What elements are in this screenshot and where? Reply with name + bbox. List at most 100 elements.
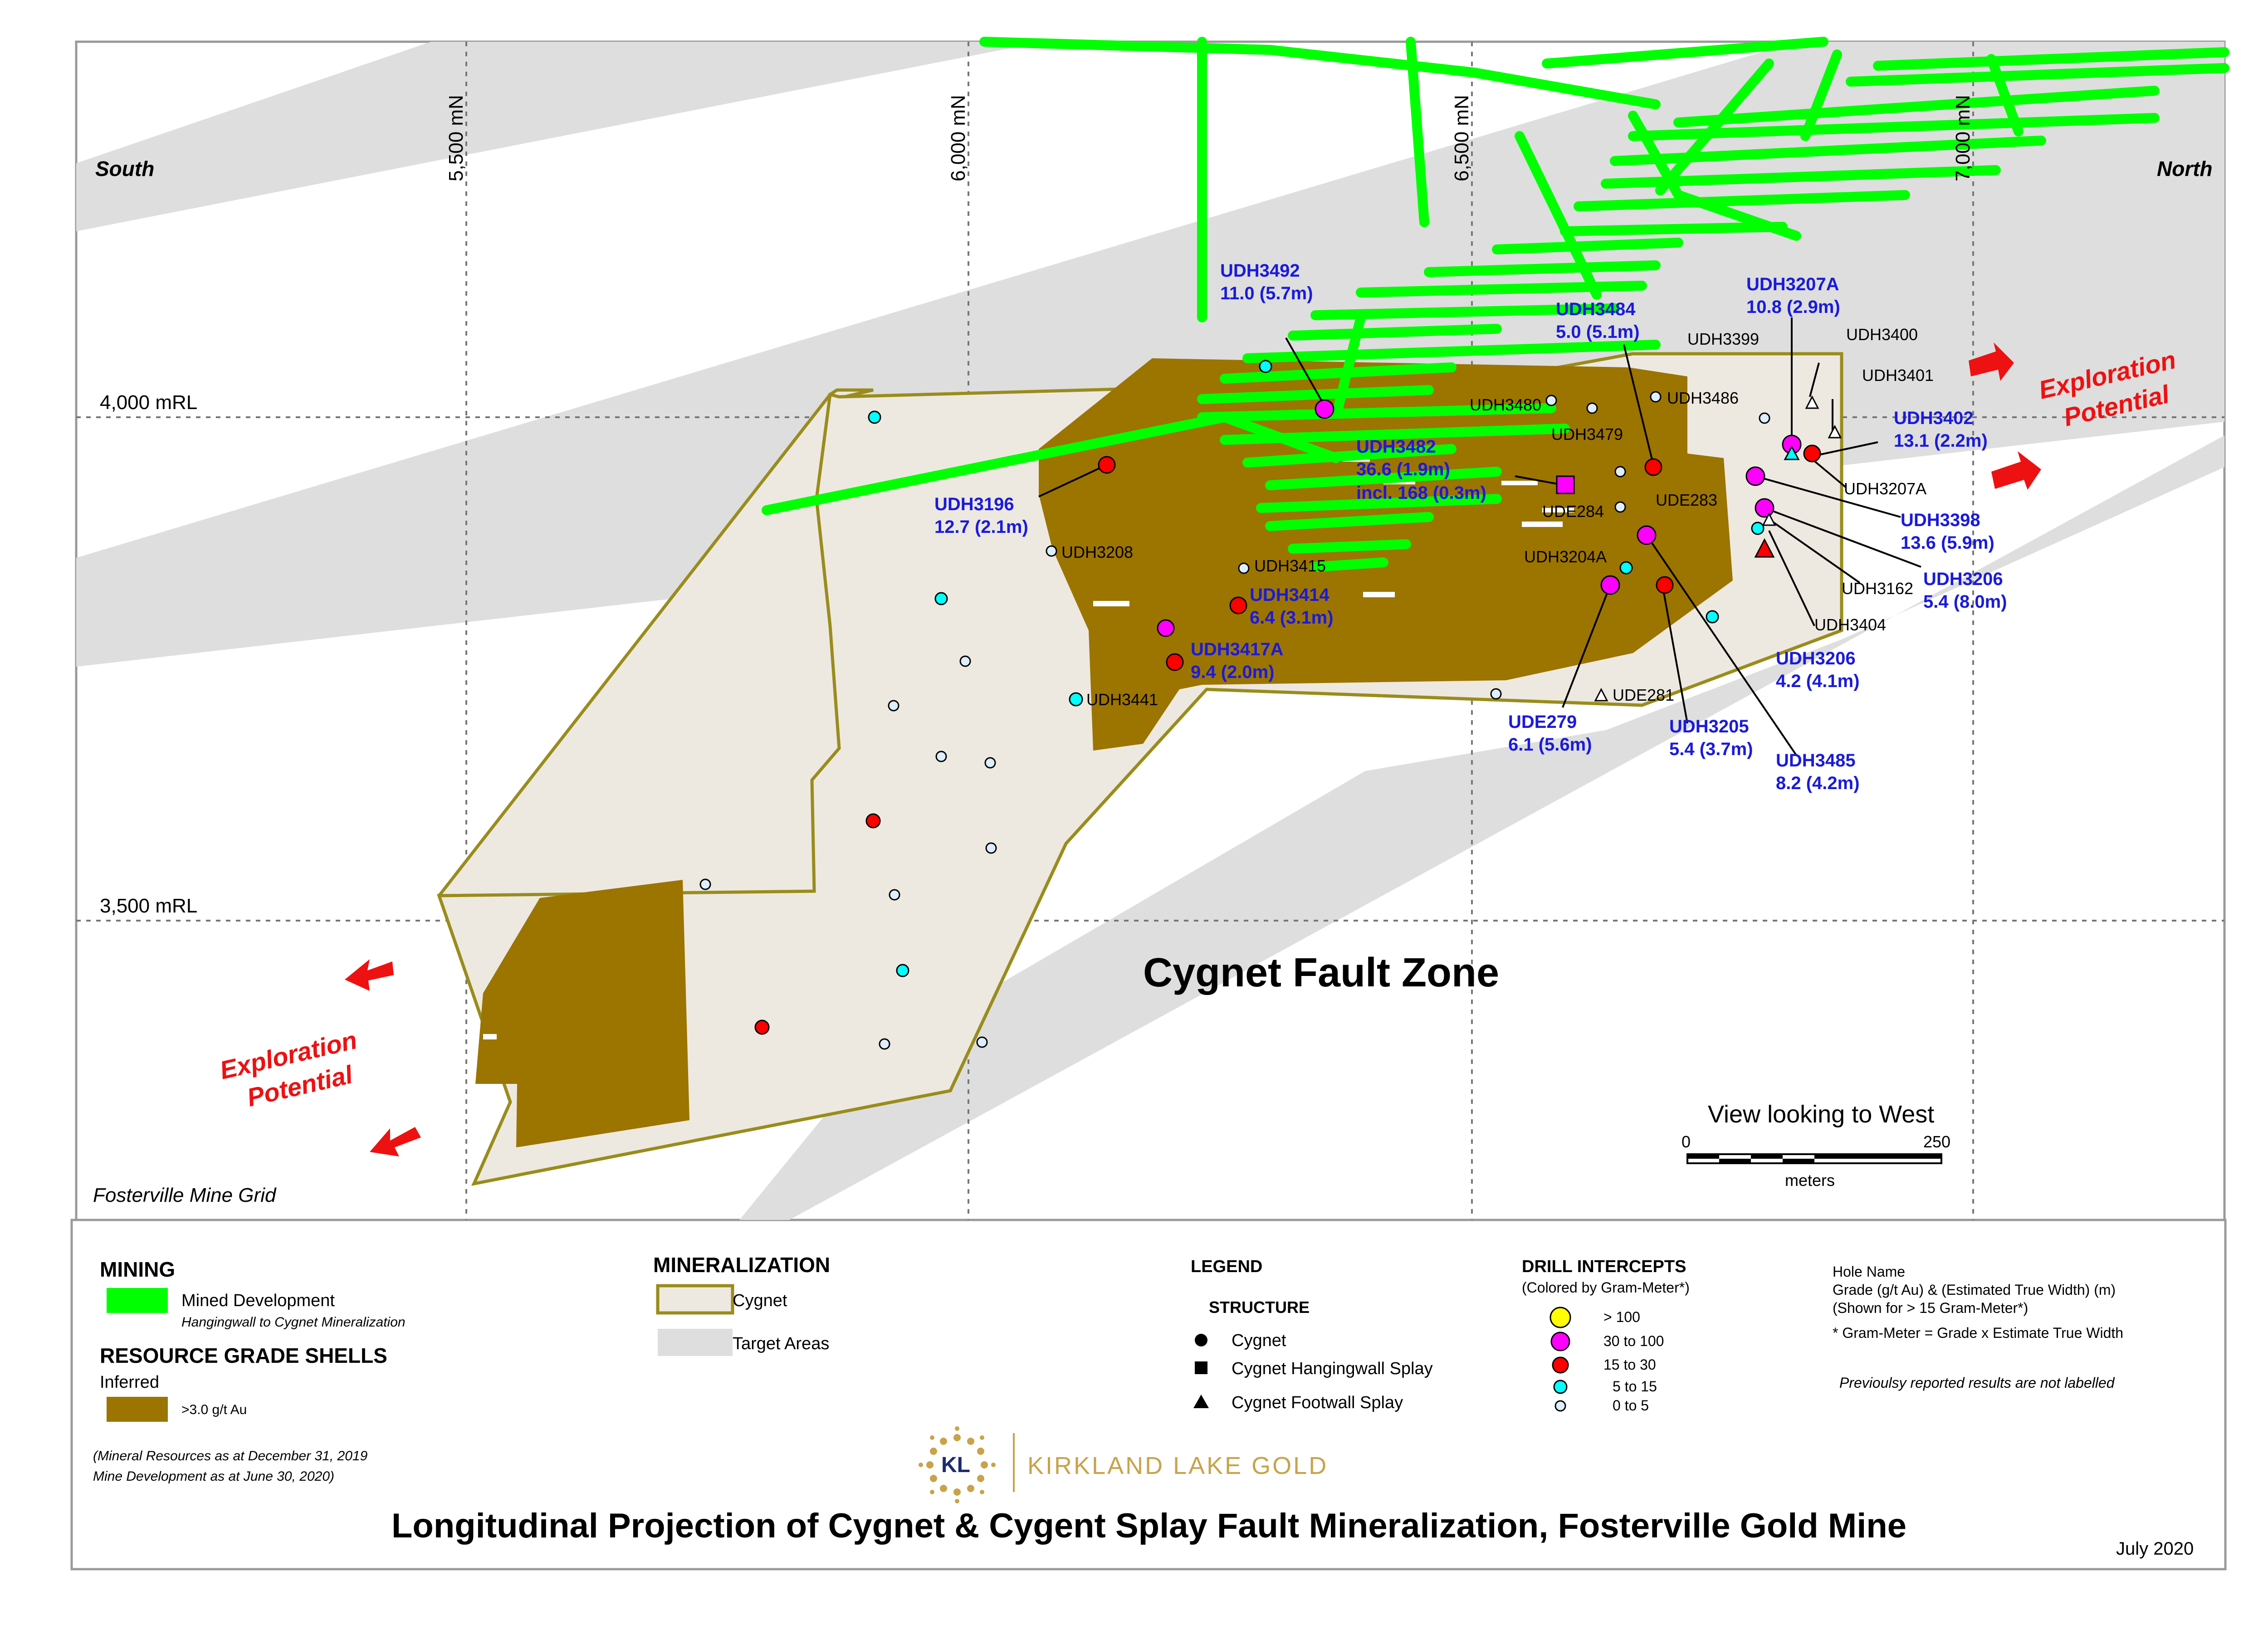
arrow-ne-2 [1991, 451, 2041, 490]
hole-udh3482-id: UDH3482 [1356, 437, 1436, 457]
hole-udh3492-val: 11.0 (5.7m) [1220, 283, 1313, 303]
intercept-class-2: 30 to 100 [1603, 1333, 1664, 1349]
legend-text: MINING Mined Development Hangingwall to … [93, 1253, 2194, 1559]
shells-title: RESOURCE GRADE SHELLS [100, 1344, 387, 1367]
label-udh3207a: UDH3207A [1844, 479, 1926, 498]
hole-udh3205-val: 5.4 (3.7m) [1669, 739, 1753, 759]
label-udh3479: UDH3479 [1551, 425, 1623, 444]
northing-7000: 7,000 mN [1952, 95, 1974, 181]
intercept-class-4: 5 to 15 [1613, 1378, 1657, 1395]
hole-udh3482-val2: incl. 168 (0.3m) [1356, 483, 1486, 503]
scale-min: 0 [1681, 1132, 1691, 1151]
intercept-ude279 [1600, 575, 1620, 595]
hole-udh3414-id: UDH3414 [1250, 585, 1330, 605]
south-label: South [95, 157, 154, 180]
mining-sub: Hangingwall to Cygnet Mineralization [181, 1315, 406, 1330]
kirkland-lake-gold-logo [919, 1426, 1015, 1503]
level-4000: 4,000 mRL [100, 391, 197, 414]
hole-udh3206-b-id: UDH3206 [1776, 649, 1856, 668]
intercept-class-1: > 100 [1603, 1309, 1640, 1325]
mining-title: MINING [100, 1258, 175, 1281]
structure-fw: Cygnet Footwall Splay [1232, 1393, 1403, 1412]
label-udh3399: UDH3399 [1687, 330, 1759, 348]
arrow-sw-2 [370, 1127, 421, 1156]
hole-udh3207a-val: 10.8 (2.9m) [1746, 297, 1840, 317]
label-udh3400: UDH3400 [1846, 325, 1918, 344]
northing-6500: 6,500 mN [1451, 95, 1473, 181]
hole-udh3206-b-val: 4.2 (4.1m) [1776, 671, 1860, 691]
view-label: View looking to West [1708, 1101, 1934, 1128]
label-udh3208: UDH3208 [1061, 543, 1133, 561]
resource-shell-main [1039, 358, 1733, 751]
hole-udh3485-val: 8.2 (4.2m) [1776, 773, 1860, 793]
intercept-class-3: 15 to 30 [1603, 1356, 1656, 1373]
target-area [76, 42, 2224, 1220]
figure-date: July 2020 [2116, 1539, 2194, 1559]
zone-title: Cygnet Fault Zone [1143, 950, 1499, 995]
hole-udh3398-val: 13.6 (5.9m) [1901, 533, 1994, 553]
note-1: (Mineral Resources as at December 31, 20… [93, 1449, 368, 1463]
hole-udh3402-val: 13.1 (2.2m) [1894, 431, 1988, 451]
hole-udh3206-a-id: UDH3206 [1923, 569, 2003, 589]
target-area-upper [76, 42, 1043, 231]
hole-ude279-val: 6.1 (5.6m) [1508, 735, 1592, 755]
scale-max: 250 [1923, 1132, 1950, 1151]
label-udh3480: UDH3480 [1470, 395, 1541, 414]
hole-udh3414-val: 6.4 (3.1m) [1250, 608, 1334, 628]
mineralization-target: Target Areas [733, 1334, 829, 1353]
north-label: North [2157, 157, 2213, 180]
hole-udh3484-val: 5.0 (5.1m) [1556, 322, 1640, 342]
label-ude283: UDE283 [1656, 491, 1717, 509]
hole-udh3398-id: UDH3398 [1901, 510, 1980, 530]
intercept-udh3492 [1315, 399, 1334, 419]
mineralization-title: MINERALIZATION [653, 1253, 830, 1277]
logo-initials: KL [941, 1453, 970, 1477]
intercept-udh3417a [1166, 653, 1184, 671]
hole-udh3196-id: UDH3196 [934, 494, 1014, 514]
grid-label: Fosterville Mine Grid [93, 1184, 277, 1206]
logo-name: KIRKLAND LAKE GOLD [1027, 1452, 1328, 1479]
structure-cygnet: Cygnet [1232, 1331, 1286, 1350]
label-udh3441: UDH3441 [1086, 690, 1158, 709]
scale-bar [1686, 1153, 1942, 1164]
note-2: Mine Development as at June 30, 2020) [93, 1469, 334, 1484]
northing-5500: 5,500 mN [445, 95, 467, 181]
label-udh3486: UDH3486 [1667, 389, 1739, 407]
intercepts-sub: (Colored by Gram-Meter*) [1522, 1279, 1690, 1296]
label-udh3401: UDH3401 [1862, 366, 1934, 385]
mineralization-cygnet: Cygnet [733, 1291, 787, 1310]
intercept-udh3484 [1644, 458, 1662, 476]
legend-frame [70, 1219, 2227, 1571]
intercept-udh3196 [1098, 456, 1116, 474]
label-ude284: UDE284 [1542, 502, 1604, 521]
hole-udh3484-id: UDH3484 [1556, 299, 1636, 319]
intercept-udh3402 [1803, 444, 1821, 463]
prev-note: Previoulsy reported results are not labe… [1839, 1375, 2115, 1391]
hole-udh3417a-id: UDH3417A [1191, 639, 1284, 659]
label-udh3404: UDH3404 [1814, 615, 1886, 634]
label-udh3162: UDH3162 [1842, 579, 1913, 598]
hole-note-2: Grade (g/t Au) & (Estimated True Width) … [1833, 1282, 2116, 1298]
hole-note-4: * Gram-Meter = Grade x Estimate True Wid… [1833, 1325, 2123, 1341]
hole-note-3: (Shown for > 15 Gram-Meter*) [1833, 1300, 2028, 1316]
legend-symbols [107, 1284, 1571, 1422]
label-udh3415: UDH3415 [1254, 556, 1326, 575]
figure-title: Longitudinal Projection of Cygnet & Cyge… [391, 1507, 1906, 1545]
hole-ude279-id: UDE279 [1508, 712, 1577, 732]
hole-note-1: Hole Name [1833, 1263, 1905, 1280]
intercept-udh3205 [1656, 576, 1674, 594]
intercept-udh3414 [1229, 596, 1247, 615]
hole-udh3482-val: 36.6 (1.9m) [1356, 459, 1450, 479]
label-ude281: UDE281 [1613, 686, 1674, 704]
shells-item: >3.0 g/t Au [181, 1402, 247, 1417]
drill-intercepts [699, 360, 1842, 1050]
intercept-udh3206-b [1754, 538, 1775, 558]
legend-title: LEGEND [1191, 1257, 1262, 1276]
hole-udh3402-id: UDH3402 [1894, 408, 1974, 428]
hole-udh3207a-id: UDH3207A [1746, 274, 1839, 294]
map-text: South North Fosterville Mine Grid 5,500 … [93, 95, 2213, 1206]
intercept-class-5: 0 to 5 [1613, 1397, 1649, 1414]
shells-sub: Inferred [100, 1373, 159, 1392]
